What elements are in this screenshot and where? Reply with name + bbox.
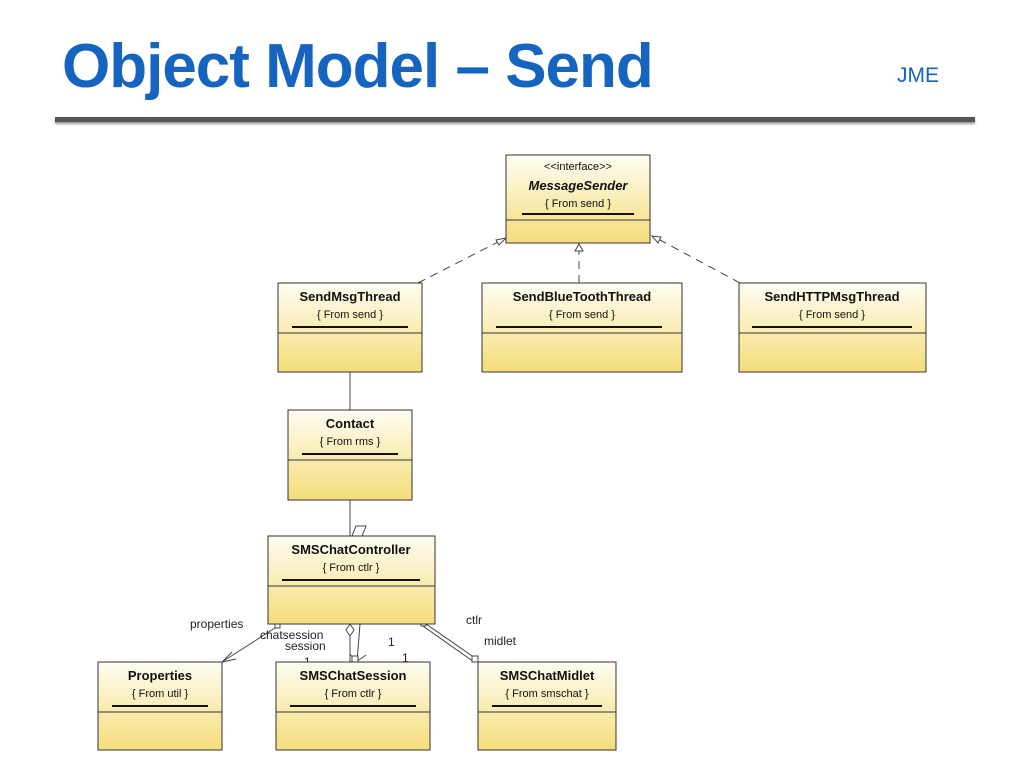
assoc-controller-midlet-1 — [419, 623, 475, 663]
label-multiplicity-1: 1 — [388, 635, 395, 649]
realization-sendhttpmsgthread — [659, 239, 741, 284]
aggregation-diamond-contact — [351, 525, 367, 537]
class-name: Properties — [128, 668, 192, 683]
realization-arrowhead-3 — [650, 235, 662, 244]
class-name: SMSChatController — [291, 542, 410, 557]
class-sms-chat-session[interactable]: SMSChatSession { From ctlr } — [275, 661, 431, 751]
class-send-msg-thread[interactable]: SendMsgThread { From send } — [277, 282, 423, 373]
class-contact[interactable]: Contact { From rms } — [287, 409, 413, 501]
label-multiplicity-3: 1 — [402, 651, 409, 665]
class-package: { From ctlr } — [325, 688, 382, 700]
class-sms-chat-midlet[interactable]: SMSChatMidlet { From smschat } — [477, 661, 617, 751]
class-package: { From send } — [317, 309, 383, 321]
label-properties: properties — [190, 617, 243, 631]
class-package: { From rms } — [320, 436, 381, 448]
composition-diamond-session — [345, 623, 355, 637]
class-name: Contact — [326, 416, 375, 431]
label-ctlr: ctlr — [466, 613, 482, 627]
anchor-session — [351, 655, 359, 663]
class-name: SendBlueToothThread — [513, 289, 651, 304]
class-message-sender[interactable]: <<interface>> MessageSender { From send … — [505, 154, 651, 244]
class-name: MessageSender — [529, 178, 629, 193]
anchor-midlet — [471, 655, 479, 663]
class-package: { From send } — [799, 309, 865, 321]
class-sms-chat-controller[interactable]: SMSChatController { From ctlr } — [267, 535, 436, 625]
class-properties[interactable]: Properties { From util } — [97, 661, 223, 751]
realization-arrowhead-2 — [574, 242, 584, 252]
class-package: { From send } — [549, 309, 615, 321]
connectors — [220, 235, 741, 663]
class-send-bluetooth-thread[interactable]: SendBlueToothThread { From send } — [481, 282, 683, 373]
class-package: { From send } — [545, 198, 611, 210]
class-package: { From smschat } — [505, 688, 588, 700]
label-session: session — [285, 639, 326, 653]
class-name: SMSChatSession — [300, 668, 407, 683]
realization-arrowhead-1 — [495, 237, 508, 246]
assoc-controller-midlet-2 — [425, 623, 479, 661]
realization-sendmsgthread — [417, 240, 501, 284]
label-midlet: midlet — [484, 634, 517, 648]
class-name: SMSChatMidlet — [500, 668, 595, 683]
class-package: { From ctlr } — [323, 562, 380, 574]
class-name: SendHTTPMsgThread — [764, 289, 899, 304]
title-divider — [55, 117, 975, 122]
slide-title: Object Model – Send — [62, 32, 654, 101]
class-name: SendMsgThread — [299, 289, 400, 304]
class-send-http-msg-thread[interactable]: SendHTTPMsgThread { From send } — [738, 282, 927, 373]
stereotype-label: <<interface>> — [544, 161, 612, 173]
assoc-controller-properties — [221, 625, 279, 663]
label-chatsession: chatsession — [260, 628, 323, 642]
class-package: { From util } — [132, 688, 189, 700]
slide-tag: JME — [897, 64, 939, 87]
